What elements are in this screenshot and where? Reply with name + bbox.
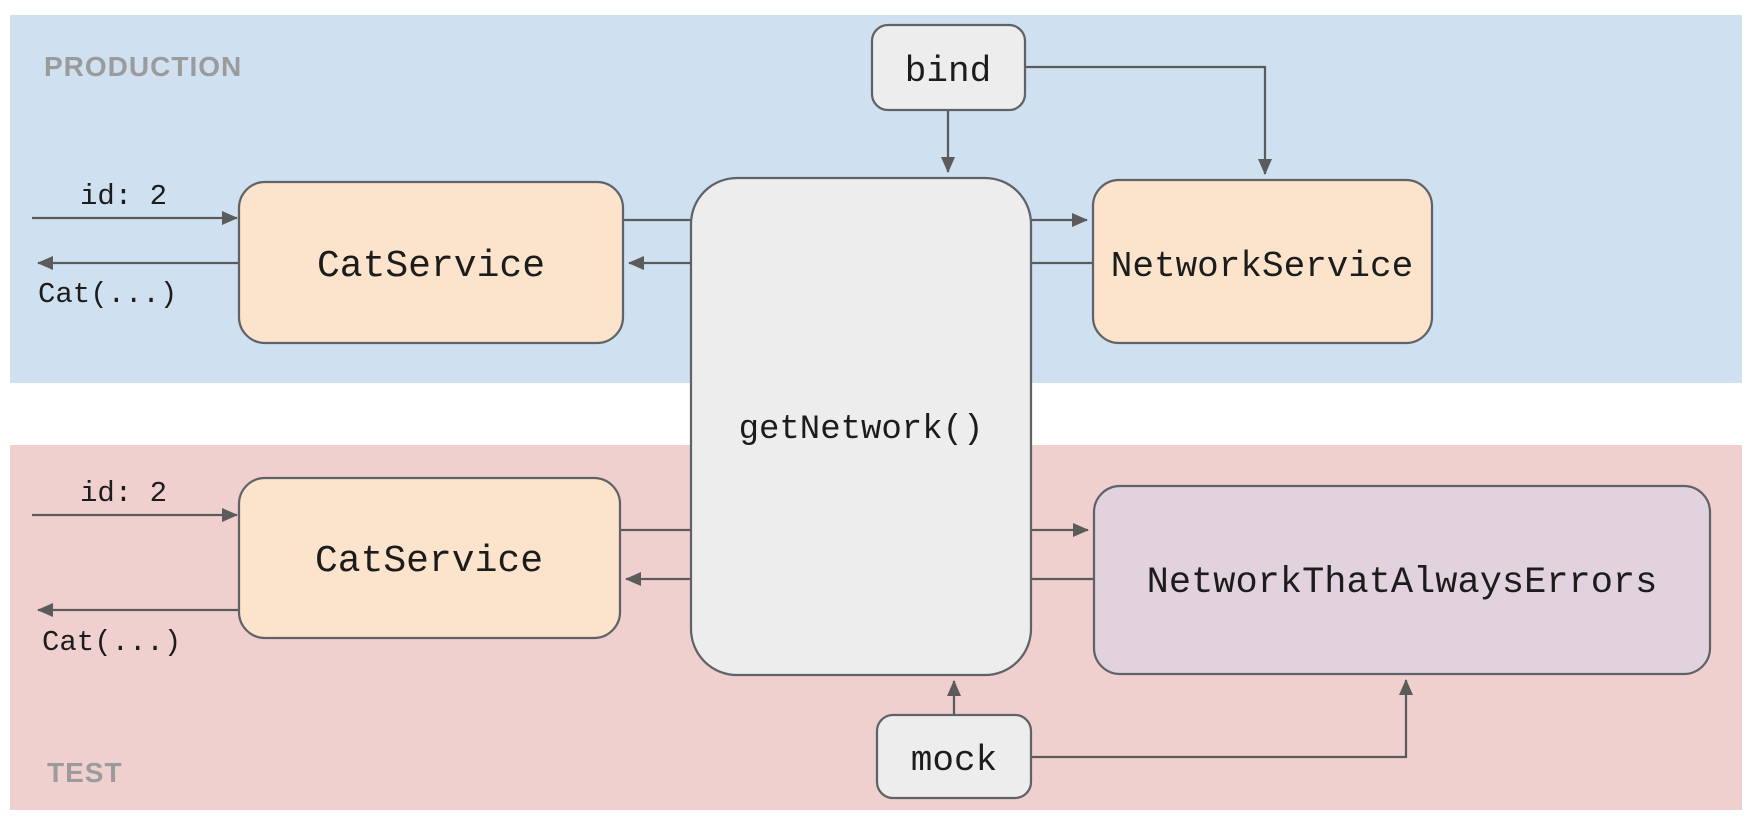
catservice-production-label: CatService xyxy=(317,245,545,288)
production-section-label: PRODUCTION xyxy=(44,51,242,82)
edge-bind-to-networkservice xyxy=(1025,65,1272,175)
node-mock: mock xyxy=(875,713,1033,800)
node-catservice-test: CatService xyxy=(237,476,622,640)
mock-box xyxy=(875,713,1033,800)
bind-label: bind xyxy=(905,51,991,92)
mock-label: mock xyxy=(911,740,997,781)
production-request-label: id: 2 xyxy=(80,180,167,213)
networkthatalwayserrors-box xyxy=(1092,484,1712,676)
catservice-production-box xyxy=(237,180,625,345)
test-response-label: Cat(...) xyxy=(42,626,181,659)
node-catservice-production: CatService xyxy=(237,180,625,345)
networkservice-box xyxy=(1091,178,1434,345)
networkthatalwayserrors-label: NetworkThatAlwaysErrors xyxy=(1147,562,1658,604)
bind-box xyxy=(870,23,1027,112)
node-networkthatalwayserrors: NetworkThatAlwaysErrors xyxy=(1092,484,1712,676)
test-request-label: id: 2 xyxy=(80,477,167,510)
node-bind: bind xyxy=(870,23,1027,112)
node-getnetwork: getNetwork() xyxy=(689,176,1033,677)
edge-mock-to-errornetwork xyxy=(1031,679,1413,759)
node-networkservice: NetworkService xyxy=(1091,178,1434,345)
getnetwork-label: getNetwork() xyxy=(739,411,984,449)
getnetwork-box xyxy=(689,176,1033,677)
catservice-test-box xyxy=(237,476,622,640)
catservice-test-label: CatService xyxy=(315,540,543,583)
production-response-label: Cat(...) xyxy=(38,278,177,311)
test-section-label: TEST xyxy=(47,757,123,788)
networkservice-label: NetworkService xyxy=(1111,246,1413,287)
